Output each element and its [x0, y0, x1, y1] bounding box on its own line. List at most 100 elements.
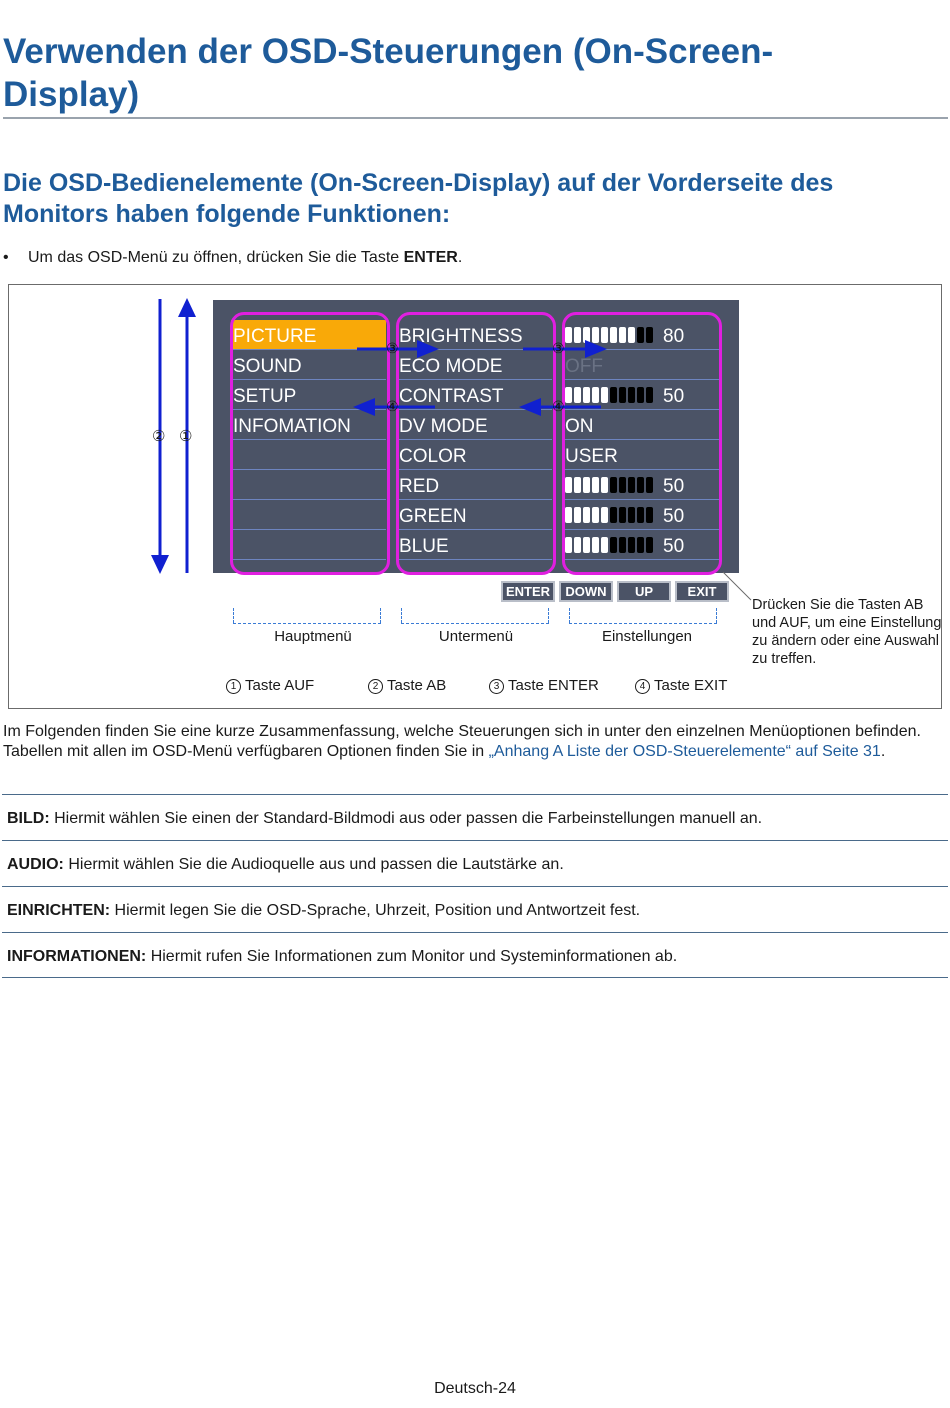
up-button[interactable]: UP [617, 581, 671, 602]
setting-value-row[interactable]: 50 [563, 500, 719, 530]
setting-value-text: OFF [565, 356, 603, 377]
callout-line [722, 571, 752, 601]
setting-value-text: ON [565, 416, 594, 437]
level-segment-filled [619, 326, 626, 343]
definition-row: BILD: Hiermit wählen Sie einen der Stand… [2, 794, 948, 840]
bracket-tick [380, 608, 381, 623]
level-segment-filled [592, 536, 599, 553]
up-down-arrows [151, 298, 196, 574]
intro-suffix: . [880, 743, 886, 760]
level-segment-empty [637, 476, 644, 493]
level-segment-filled [601, 326, 608, 343]
definition-row: INFORMATIONEN: Hiermit rufen Sie Informa… [2, 932, 948, 978]
setting-value-row[interactable]: 50 [563, 470, 719, 500]
level-segment-filled [601, 506, 608, 523]
level-bar [565, 468, 655, 502]
sub-menu-item-dv-mode[interactable]: DV MODE [397, 410, 552, 440]
enter-marker: ③ [386, 340, 399, 356]
main-menu-label: Hauptmenü [274, 628, 352, 645]
enter-button[interactable]: ENTER [501, 581, 555, 602]
level-segment-filled [565, 386, 572, 403]
sub-menu-item-green[interactable]: GREEN [397, 500, 552, 530]
legend-text: Taste ENTER [508, 677, 599, 694]
definition-desc: Hiermit legen Sie die OSD-Sprache, Uhrze… [110, 902, 641, 919]
setting-value-row[interactable]: OFF [563, 350, 719, 380]
level-segment-filled [565, 536, 572, 553]
page-footer: Deutsch-24 [434, 1380, 516, 1397]
level-segment-filled [592, 386, 599, 403]
bullet-suffix: . [457, 249, 463, 266]
level-segment-filled [601, 386, 608, 403]
nav-arrows [353, 340, 607, 416]
level-segment-filled [565, 476, 572, 493]
level-bar [565, 318, 655, 352]
bracket-tick [401, 608, 402, 623]
setting-value-text: USER [565, 446, 618, 467]
up-arrow-marker: ① [179, 428, 193, 445]
level-segment-filled [583, 536, 590, 553]
exit-marker: ④ [552, 398, 565, 414]
level-segment-filled [565, 326, 572, 343]
level-segment-filled [565, 506, 572, 523]
legend-text: Taste AB [387, 677, 447, 694]
bracket-tick [233, 608, 234, 623]
legend-text: Taste EXIT [654, 677, 728, 694]
page-title: Verwenden der OSD-Steuerungen (On-Screen… [3, 32, 774, 114]
settings-bracket [569, 623, 717, 625]
level-segment-empty [619, 386, 626, 403]
definition-term: BILD: [7, 810, 50, 827]
level-segment-empty [610, 386, 617, 403]
down-arrow-icon [151, 555, 169, 574]
sub-menu-item-eco-mode[interactable]: ECO MODE [397, 350, 552, 380]
level-segment-filled [583, 476, 590, 493]
sub-menu-item-brightness[interactable]: BRIGHTNESS [397, 320, 552, 350]
level-segment-empty [646, 506, 653, 523]
setting-value-text: 50 [663, 386, 685, 407]
intro-paragraph: Im Folgenden finden Sie eine kurze Zusam… [3, 722, 943, 762]
appendix-link[interactable]: „Anhang A Liste der OSD-Steuerelemente“ … [488, 743, 881, 760]
bullet-key: ENTER [403, 249, 458, 266]
level-segment-empty [619, 506, 626, 523]
setting-value-row[interactable]: 80 [563, 320, 719, 350]
definition-row: EINRICHTEN: Hiermit legen Sie die OSD-Sp… [2, 886, 948, 932]
setting-value-text: 50 [663, 476, 685, 497]
bracket-tick [569, 608, 570, 623]
sub-menu-item-red[interactable]: RED [397, 470, 552, 500]
sub-menu-item-blue[interactable]: BLUE [397, 530, 552, 560]
main-menu-item-sound[interactable]: SOUND [231, 350, 386, 380]
level-segment-filled [583, 386, 590, 403]
exit-marker: ④ [386, 398, 399, 414]
level-segment-empty [628, 506, 635, 523]
setting-value-row[interactable]: ON [563, 410, 719, 440]
level-segment-filled [574, 476, 581, 493]
main-menu-item-picture[interactable]: PICTURE [231, 320, 386, 350]
sub-menu-item-contrast[interactable]: CONTRAST [397, 380, 552, 410]
main-menu-item-setup[interactable]: SETUP [231, 380, 386, 410]
main-menu-bracket [233, 623, 381, 625]
setting-value-row[interactable]: 50 [563, 380, 719, 410]
level-segment-filled [574, 536, 581, 553]
level-segment-empty [619, 536, 626, 553]
down-arrow-marker: ② [152, 428, 166, 445]
settings-label: Einstellungen [601, 628, 693, 645]
level-bar [565, 378, 655, 412]
main-menu-empty [231, 470, 386, 500]
legend-number: 4 [635, 679, 650, 694]
up-arrow-icon [178, 298, 196, 317]
setting-value-row[interactable]: 50 [563, 530, 719, 560]
enter-arrow-icon [417, 340, 439, 358]
definition-row: AUDIO: Hiermit wählen Sie die Audioquell… [2, 840, 948, 886]
sub-menu-item-color[interactable]: COLOR [397, 440, 552, 470]
level-segment-empty [610, 536, 617, 553]
setting-value-text: 50 [663, 506, 685, 527]
level-segment-empty [646, 476, 653, 493]
enter-marker: ③ [552, 340, 565, 356]
main-menu-item-information[interactable]: INFOMATION [231, 410, 386, 440]
exit-button[interactable]: EXIT [675, 581, 729, 602]
main-menu-empty [231, 500, 386, 530]
level-segment-empty [610, 506, 617, 523]
down-button[interactable]: DOWN [559, 581, 613, 602]
level-segment-empty [628, 476, 635, 493]
setting-value-row[interactable]: USER [563, 440, 719, 470]
